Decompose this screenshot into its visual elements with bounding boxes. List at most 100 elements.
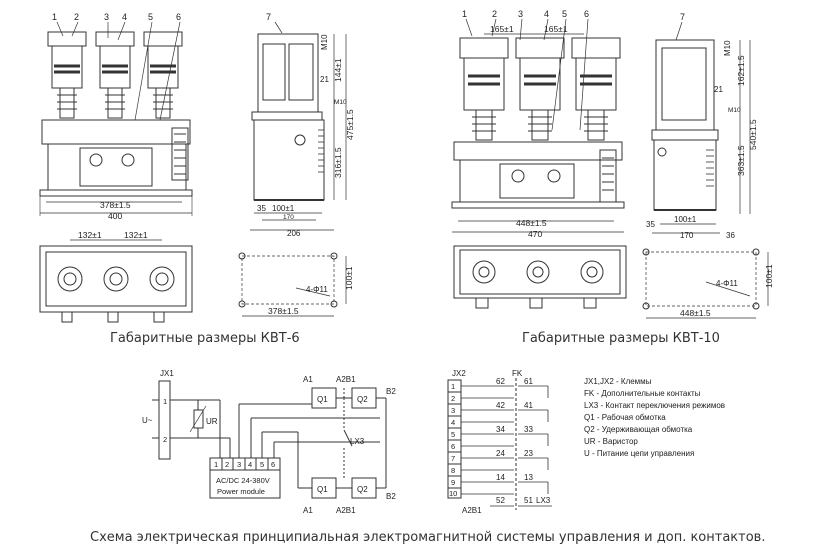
kvt6-mount-base: 4-Φ11 100±1 378±1.5 — [238, 252, 354, 317]
diagram-label: 2 — [451, 394, 455, 403]
callout-2: 2 — [492, 9, 497, 19]
diagram-label: 34 — [496, 425, 505, 434]
diagram-label: Q1 — [317, 485, 328, 494]
diagram-label: 6 — [451, 442, 455, 451]
callout-1: 1 — [52, 12, 57, 22]
terminal-a1-bottom: A1 — [303, 506, 313, 515]
callout-3: 3 — [104, 12, 109, 22]
callout-4: 4 — [544, 9, 549, 19]
diagram-label: Q1 — [317, 395, 328, 404]
dim-475: 475±1.5 — [345, 109, 355, 140]
dim-base-448: 448±1.5 — [680, 308, 711, 318]
diagram-label: 6 — [271, 460, 275, 469]
diagram-label: 14 — [496, 473, 505, 482]
diagram-label: 51 — [524, 496, 533, 505]
dim-206: 206 — [287, 229, 301, 238]
terminal-a1-top: A1 — [303, 375, 313, 384]
dim-400: 400 — [108, 211, 122, 221]
dim-4-holes: 4-Φ11 — [306, 285, 328, 294]
diagram-label: 61 — [524, 377, 533, 386]
dim-162: 162±1.5 — [736, 55, 746, 86]
diagram-label: 5 — [260, 460, 264, 469]
lx3-contact: LX3 — [350, 437, 365, 446]
legend-item: Q2 - Удерживающая обмотка — [584, 425, 693, 434]
dim-m10-side: M10 — [728, 107, 741, 114]
dim-448: 448±1.5 — [516, 218, 547, 228]
diagram-label: 4 — [248, 460, 252, 469]
callout-4: 4 — [122, 12, 127, 22]
dim-170: 170 — [680, 231, 694, 240]
caption-schematic: Схема электрическая принципиальная элект… — [90, 530, 766, 545]
dim-165-a: 165±1 — [490, 24, 514, 34]
kvt10-side-view: 7 M10 162±1.5 21 M10 363±1.5 540±1.5 35 … — [646, 12, 758, 240]
callout-5: 5 — [562, 9, 567, 19]
terminal-a2b1-top: A2B1 — [336, 375, 356, 384]
callout-6: 6 — [584, 9, 589, 19]
dim-base-100: 100±1 — [344, 266, 354, 290]
diagram-label: Q2 — [357, 485, 368, 494]
callout-7: 7 — [680, 12, 685, 22]
dim-378: 378±1.5 — [100, 200, 131, 210]
dim-m10: M10 — [320, 34, 329, 50]
diagram-label: 62 — [496, 377, 505, 386]
pole-2 — [95, 31, 135, 119]
terminal-b2-top: B2 — [386, 387, 396, 396]
legend-item: FK - Дополнительные контакты — [584, 389, 701, 398]
fk-label: FK — [512, 369, 523, 378]
diagram-label: 3 — [451, 406, 455, 415]
kvt10-front-view: 1 2 3 4 5 6 165±1 165±1 — [451, 9, 625, 239]
callout-3: 3 — [518, 9, 523, 19]
diagram-label: 10 — [449, 489, 457, 498]
dim-132-a: 132±1 — [78, 230, 102, 240]
diagram-label: 41 — [524, 401, 533, 410]
diagram-label: 33 — [524, 425, 533, 434]
callout-1: 1 — [462, 9, 467, 19]
caption-kvt10: Габаритные размеры КВТ-10 — [522, 331, 720, 346]
dim-base-378: 378±1.5 — [268, 306, 299, 316]
dim-4-holes: 4-Φ11 — [716, 279, 738, 288]
dim-35: 35 — [257, 204, 266, 213]
diagram-label: 52 — [496, 496, 505, 505]
terminal-a2b1-bottom: A2B1 — [336, 506, 356, 515]
a2b1-label: A2B1 — [462, 506, 482, 515]
kvt10-bottom-view — [453, 245, 627, 309]
varistor-ur: UR — [206, 417, 218, 426]
dim-316: 316±1.5 — [333, 147, 343, 178]
aux-contacts: JX2 FK 1 2 3 4 5 6 7 8 9 10 — [447, 369, 552, 515]
pole-3 — [571, 37, 621, 141]
control-schematic: JX1 1 2 U~ UR 1 2 3 4 5 6 AC/DC 24-380V … — [142, 369, 396, 515]
diagram-label: 24 — [496, 449, 505, 458]
module-rating: AC/DC 24-380V — [216, 476, 270, 485]
diagram-label: 2 — [225, 460, 229, 469]
terminal-b2-bottom: B2 — [386, 492, 396, 501]
pole-1 — [459, 37, 509, 141]
dim-144: 144±1 — [333, 58, 343, 82]
jx2-label: JX2 — [452, 369, 466, 378]
dim-100: 100±1 — [674, 215, 697, 224]
diagram-label: 1 — [451, 382, 455, 391]
pole-1 — [47, 31, 87, 119]
jx1-label: JX1 — [160, 369, 174, 378]
diagram-label: 23 — [524, 449, 533, 458]
pole-2 — [515, 37, 565, 141]
pole-3 — [143, 31, 183, 119]
dim-165-b: 165±1 — [544, 24, 568, 34]
dim-100: 100±1 — [272, 204, 295, 213]
dim-21: 21 — [714, 85, 723, 94]
diagram-label: 9 — [451, 478, 455, 487]
callout-7: 7 — [266, 12, 271, 22]
dim-36: 36 — [726, 231, 735, 240]
module-name: Power module — [217, 487, 265, 496]
callout-6: 6 — [176, 12, 181, 22]
dim-170: 170 — [283, 214, 294, 221]
kvt6-bottom-view: 132±1 132±1 — [39, 230, 193, 323]
diagram-label: Q2 — [357, 395, 368, 404]
dim-m10-side: M10 — [334, 99, 347, 106]
diagram-label: 5 — [451, 430, 455, 439]
kvt6-front-view: 1 2 3 4 5 6 — [39, 12, 193, 221]
diagram-label: 3 — [237, 460, 241, 469]
legend-item: Q1 - Рабочая обмотка — [584, 413, 666, 422]
legend: JX1,JX2 - Клеммы FK - Дополнительные кон… — [584, 377, 725, 458]
